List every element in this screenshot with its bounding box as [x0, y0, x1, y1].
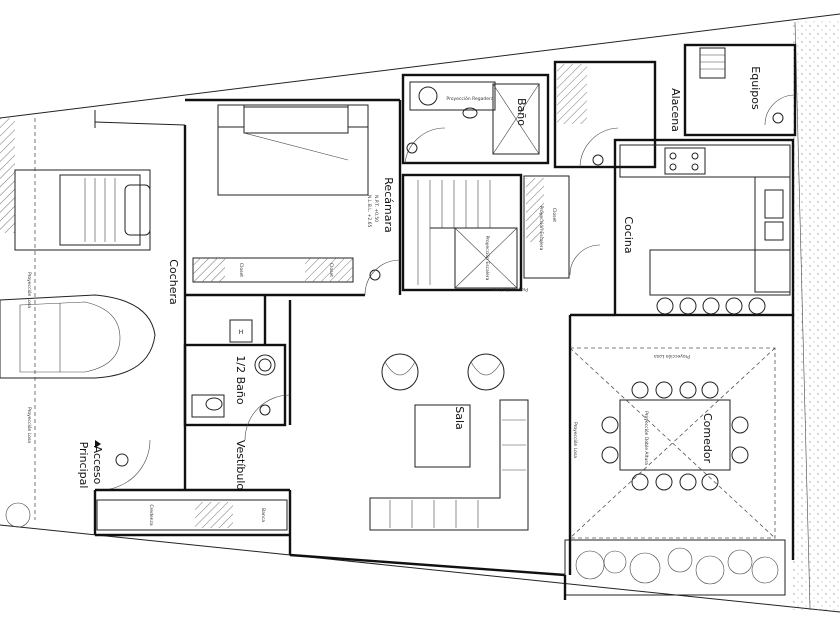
bano-top-room: Baño Proyección Regadera [401, 73, 550, 165]
proyeccion-regadera-label: Proyección Regadera [446, 95, 494, 102]
lower-left-rooms: 1/2 Baño H Vestíbulo Credenza Banca [96, 295, 566, 577]
stair: Proyección Escalera Proyección Losa [401, 173, 528, 293]
level-markers: N.P.T. +0.50 N.L.B.L. +2.65 [366, 195, 379, 228]
comedor-area: Proyección Losa Proyección Losa Comedor … [569, 347, 776, 539]
recamara-label: Recámara [382, 177, 395, 232]
proyeccion-bottom-label: Proyección Losa [26, 407, 33, 443]
stair-projection-block: Proyección Escalera Closet [523, 175, 570, 279]
acceso-principal: Acceso Principal [77, 439, 151, 491]
closet-1-label: Closet [238, 263, 244, 277]
bed-icon [217, 104, 369, 196]
cochera-label: Cochera [167, 259, 180, 304]
cocina-label: Cocina [622, 216, 635, 253]
banca-label: Banca [260, 508, 266, 522]
interior-walls [93, 313, 795, 575]
recamara-room: Recámara Closet Closet [185, 98, 402, 297]
proyeccion-doble-altura-label: Proyección Doble Altura [643, 411, 650, 465]
sala-label: Sala [453, 406, 466, 430]
bano-top-label: Baño [515, 98, 528, 126]
comedor-label: Comedor [701, 413, 714, 464]
proyeccion-escalera-b-label: Proyección Escalera [538, 206, 545, 251]
credenza-label: Credenza [148, 504, 154, 526]
proyeccion-losa-sala-label: Proyección Losa [572, 422, 579, 458]
nivel-2: N.L.B.L. +2.65 [366, 195, 372, 228]
bano-bottom-label: 1/2 Baño [234, 355, 247, 404]
closet-2-label: Closet [328, 263, 334, 277]
site-boundary [0, 13, 840, 613]
closet-3-label: Closet [551, 208, 557, 222]
acceso-label-2: Principal [77, 442, 90, 489]
alacena-equipos: Alacena Equipos [553, 43, 797, 169]
cochera-area: Cochera Proyección Losa Proyección Losa [0, 110, 187, 443]
equipos-label: Equipos [749, 66, 762, 110]
nivel-1: N.P.T. +0.50 [373, 195, 379, 222]
proyeccion-left-label: Proyección Losa [26, 272, 33, 308]
proyeccion-losa-comedor-label: Proyección Losa [654, 353, 690, 360]
vestibulo-label: Vestíbulo [234, 440, 247, 491]
acceso-label-1: Acceso [91, 446, 104, 485]
garden-plants [5, 502, 786, 600]
cocina-room: Cocina [569, 138, 795, 317]
vehicle-top [14, 169, 151, 251]
car-icon [0, 294, 156, 379]
alacena-label: Alacena [669, 88, 682, 132]
proyeccion-losa-label: Proyección Losa [492, 286, 528, 293]
sala-area: Sala [369, 353, 529, 531]
proyeccion-escalera-label: Proyección Escalera [484, 236, 491, 281]
h-symbol: H [239, 329, 244, 336]
